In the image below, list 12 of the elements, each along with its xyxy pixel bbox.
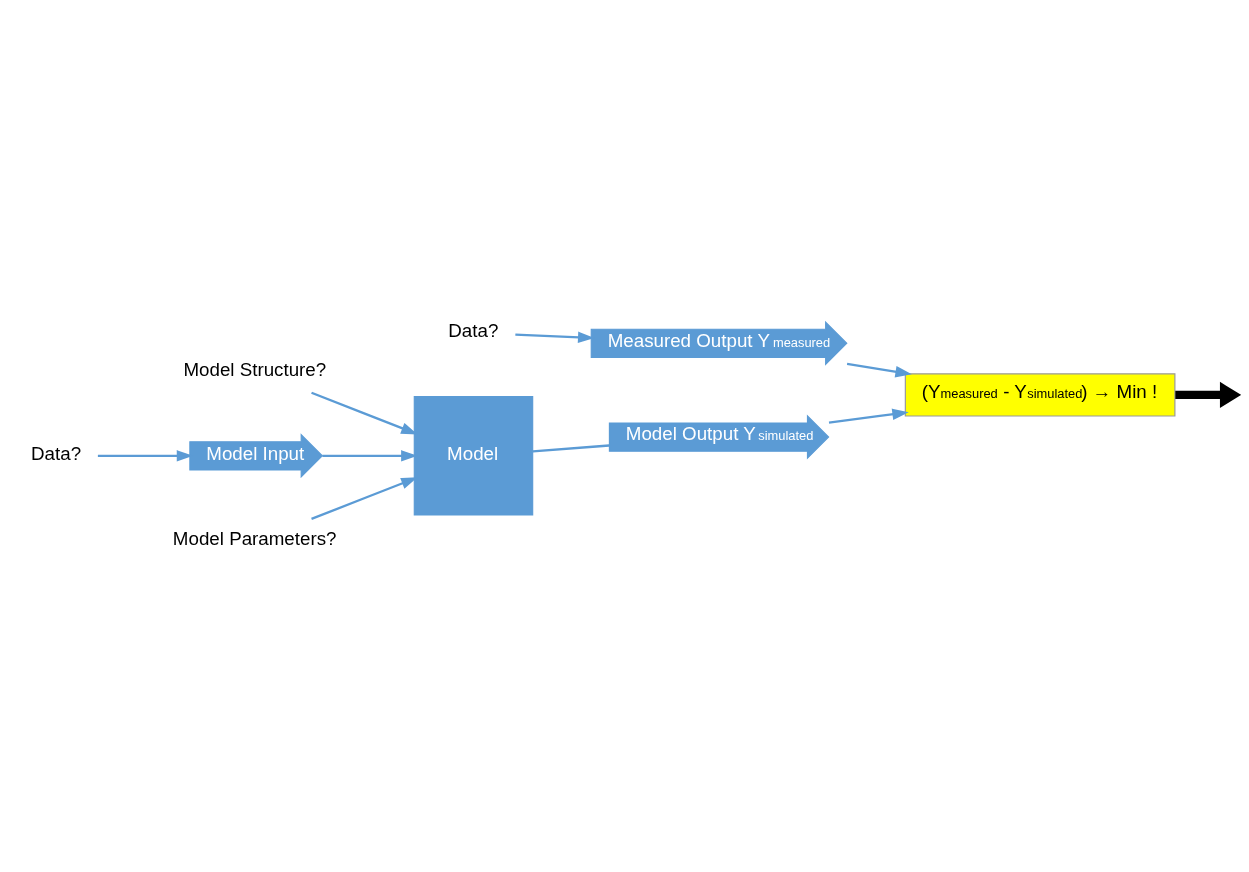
node-text: Data? [31, 442, 82, 464]
arrow [846, 362, 912, 377]
arrow [828, 408, 909, 424]
node-text: Data? [448, 319, 499, 341]
node-text: Model Structure? [183, 358, 327, 380]
arrow [1175, 381, 1241, 408]
arrow [311, 391, 418, 434]
node-text: Model Parameters? [172, 527, 337, 549]
connector [532, 443, 610, 452]
node-box: (Ymeasured - Ysimulated) → Min ! [904, 372, 1176, 417]
arrow [515, 331, 595, 343]
node-box: Model [413, 395, 534, 516]
